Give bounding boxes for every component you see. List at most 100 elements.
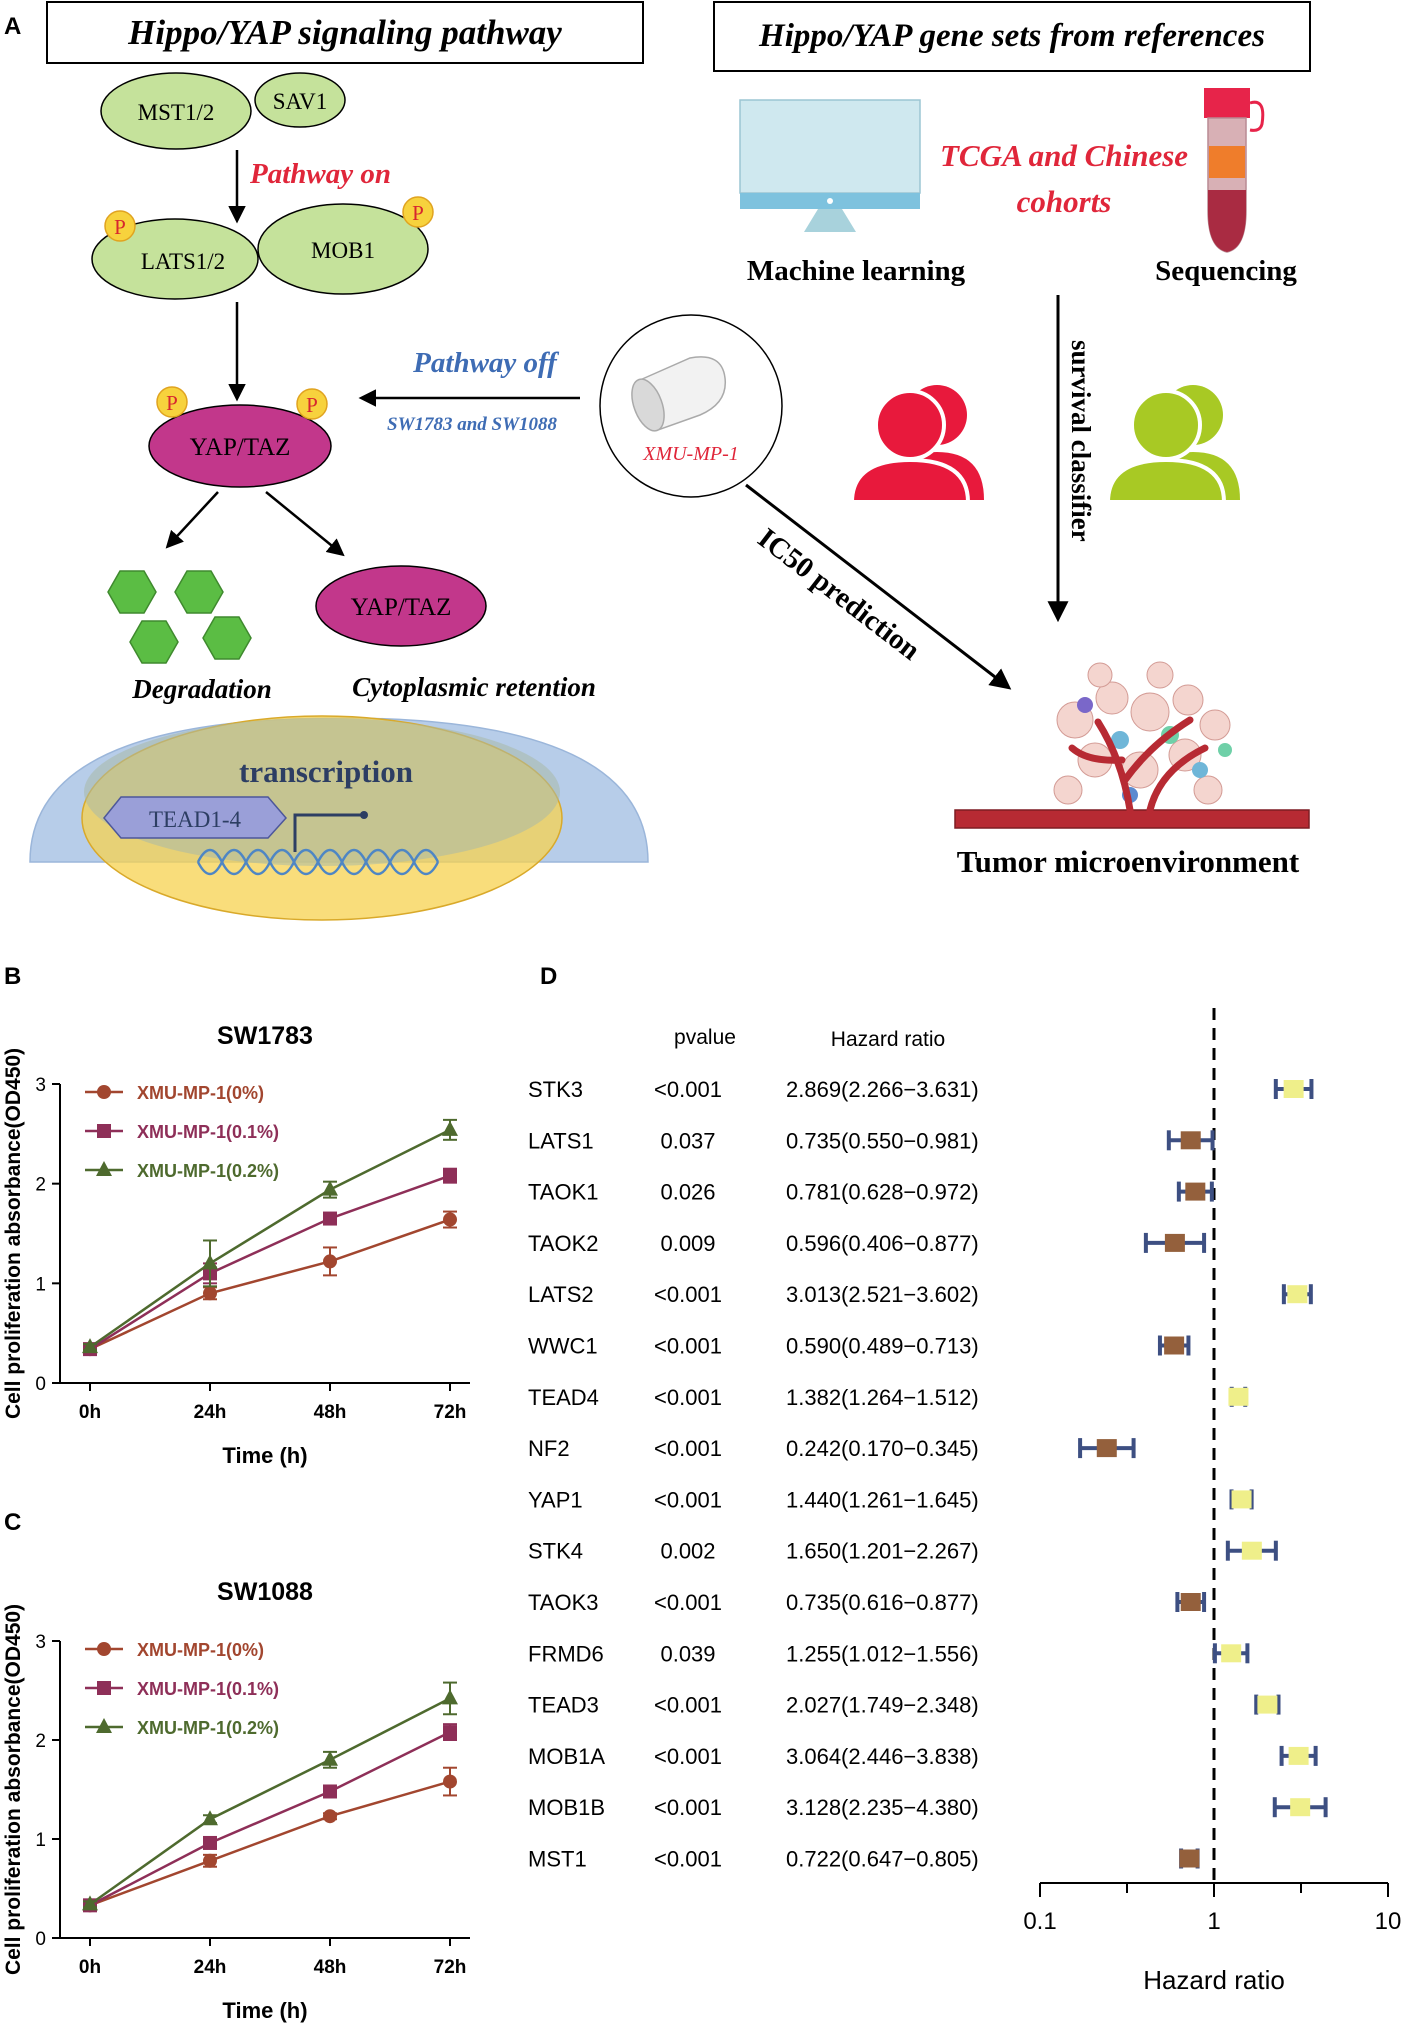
pvalue-value: 0.037 [660,1128,715,1153]
y-axis-label: Cell proliferation absorbance(OD450) [2,1604,25,1975]
hr-point [1164,1336,1185,1355]
data-point [323,1809,337,1824]
pvalue-value: 0.026 [660,1180,715,1205]
data-point [82,1895,98,1911]
phospho-icon [296,388,328,420]
chart-title: SW1783 [217,1022,313,1050]
data-point [442,1120,458,1136]
capsule-icon [631,356,727,432]
hr-point [1241,1541,1262,1560]
pathway-on-label: Pathway on [249,158,391,190]
promoter-arrow-tip [360,811,368,819]
hr-value: 0.735(0.616−0.877) [786,1590,979,1615]
hr-point [1096,1439,1117,1458]
x-tick-label: 48h [314,1402,347,1423]
pvalue-value: <0.001 [654,1436,722,1461]
yap-taz-cytoplasm-node [315,565,487,647]
drug-label: XMU-MP-1 [642,443,739,465]
gene-label: LATS2 [528,1282,594,1307]
y-tick-label: 1 [35,1830,46,1851]
dna-helix [196,848,440,876]
gene-label: MST1 [528,1847,587,1872]
y-tick-label: 0 [35,1374,46,1395]
legend-label: XMU-MP-1(0.2%) [137,1161,279,1181]
data-point [323,1254,337,1269]
gene-label: MOB1B [528,1795,605,1820]
gene-label: LATS1 [528,1128,594,1153]
gene-label: STK4 [528,1539,583,1564]
x-tick-label: 72h [434,1402,467,1423]
pvalue-value: <0.001 [654,1077,722,1102]
hr-point [1164,1233,1185,1252]
cohorts-line1: TCGA and Chinese [940,138,1188,173]
gene-label: WWC1 [528,1334,598,1359]
monitor-icon [739,99,921,232]
forest-tick-label: 1 [1207,1908,1220,1935]
forest-tick-label: 10 [1375,1908,1402,1935]
legend-label: XMU-MP-1(0%) [137,1083,264,1103]
hr-point [1288,1746,1309,1765]
yap-taz-label: YAP/TAZ [190,434,291,461]
phospho-label: P [412,201,424,225]
hr-point [1180,1131,1201,1150]
arrow-to-degradation [165,491,219,549]
workflow-title-box [713,1,1311,72]
phospho-icon [402,196,434,228]
tumor-microenvironment-illustration [954,661,1310,829]
hr-value: 3.013(2.521−3.602) [786,1282,979,1307]
survival-classifier-label: survival classifier [1066,340,1096,542]
data-point [443,1168,457,1183]
hr-point [1180,1593,1201,1611]
y-tick-label: 3 [35,1632,46,1653]
x-tick-label: 48h [314,1957,347,1978]
legend-marker [96,1161,112,1176]
panel-label-d: D [540,963,557,990]
hr-value: 3.128(2.235−4.380) [786,1795,979,1820]
legend-label: XMU-MP-1(0.2%) [137,1718,279,1738]
series-line-0 [89,1218,451,1351]
pvalue-value: <0.001 [654,1744,722,1769]
pvalue-value: <0.001 [654,1282,722,1307]
hr-point [1185,1182,1206,1201]
legend-marker [97,1642,111,1656]
x-tick-label: 72h [434,1957,467,1978]
data-point [322,1750,338,1766]
legend-marker [97,1681,111,1695]
y-tick-label: 0 [35,1929,46,1950]
panel-label-a: A [4,13,21,40]
series-line-2 [89,1128,451,1349]
pvalue-value: <0.001 [654,1847,722,1872]
data-point [323,1784,337,1799]
pvalue-value: <0.001 [654,1487,722,1512]
phospho-label: P [306,393,318,417]
cohorts-line2: cohorts [1017,184,1112,219]
pvalue-value: 0.009 [660,1231,715,1256]
pvalue-value: <0.001 [654,1385,722,1410]
panel-label-b: B [4,963,21,990]
x-tick-label: 0h [79,1402,101,1423]
gene-label: TAOK1 [528,1180,599,1205]
machine-learning-label: Machine learning [747,255,966,287]
yap-taz-cytoplasm-label: YAP/TAZ [351,594,452,621]
mob-label: MOB1 [311,238,375,263]
data-point [203,1286,217,1301]
x-axis-label: Time (h) [222,1443,307,1468]
yap-taz-node [148,404,332,488]
phospho-icon [156,386,188,418]
hr-point [1290,1798,1311,1817]
data-point [443,1725,457,1740]
hr-value: 0.781(0.628−0.972) [786,1180,979,1205]
workflow-title: Hippo/YAP gene sets from references [758,18,1265,54]
phospho-label: P [114,215,126,239]
chart-title: SW1088 [217,1578,313,1606]
data-point [202,1254,218,1270]
hr-value: 2.869(2.266−3.631) [786,1077,979,1102]
forest-x-label: Hazard ratio [1143,1965,1285,1995]
data-point [443,1774,457,1789]
test-tube-icon [1204,88,1265,253]
gene-label: TEAD3 [528,1693,599,1718]
gene-label: TEAD4 [528,1385,599,1410]
data-point [203,1835,217,1850]
data-point [442,1689,458,1705]
